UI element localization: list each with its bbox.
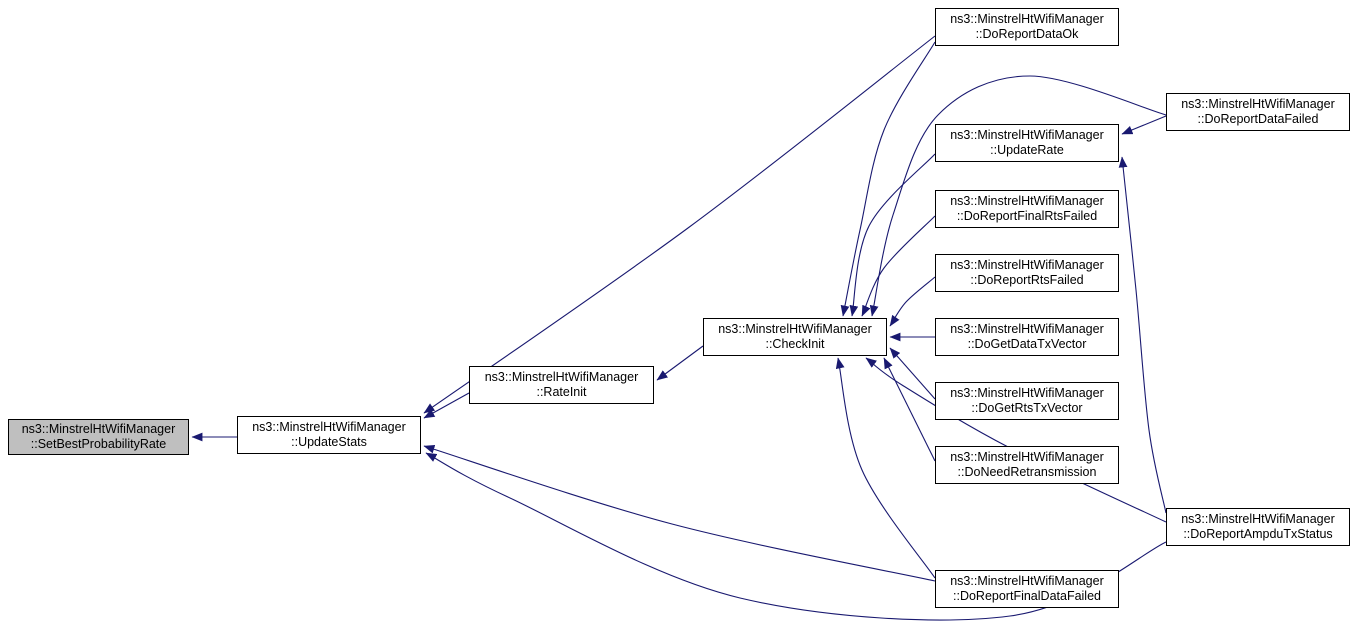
- node-label-class: ns3::MinstrelHtWifiManager: [950, 321, 1104, 336]
- node-label-class: ns3::MinstrelHtWifiManager: [718, 321, 872, 336]
- node-label-method: ::DoReportRtsFailed: [970, 273, 1084, 287]
- graph-node-DoReportFinalDataFailed[interactable]: ns3::MinstrelHtWifiManager::DoReportFina…: [935, 570, 1119, 608]
- edges-group: [191, 35, 1167, 621]
- graph-node-DoNeedRetransmission[interactable]: ns3::MinstrelHtWifiManager::DoNeedRetran…: [935, 446, 1119, 484]
- node-label-method: ::SetBestProbabilityRate: [30, 437, 167, 451]
- graph-node-UpdateRate[interactable]: ns3::MinstrelHtWifiManager::UpdateRate: [935, 124, 1119, 162]
- graph-node-DoReportFinalRtsFailed[interactable]: ns3::MinstrelHtWifiManager::DoReportFina…: [935, 190, 1119, 228]
- node-label-method: ::DoGetRtsTxVector: [971, 401, 1083, 415]
- edge-DoReportRtsFailed-to-CheckInit: [889, 276, 936, 327]
- node-label-class: ns3::MinstrelHtWifiManager: [1181, 511, 1335, 526]
- node-label-method: ::DoReportFinalRtsFailed: [956, 209, 1098, 223]
- edge-DoReportFinalRtsFailed-to-CheckInit: [861, 215, 936, 317]
- graph-node-DoReportDataOk[interactable]: ns3::MinstrelHtWifiManager::DoReportData…: [935, 8, 1119, 46]
- edge-DoNeedRetransmission-to-CheckInit: [883, 357, 936, 462]
- edge-DoGetRtsTxVector-to-CheckInit: [889, 347, 936, 400]
- node-label-method: ::RateInit: [536, 385, 587, 399]
- graph-node-SetBestProbabilityRate: ns3::MinstrelHtWifiManager::SetBestProba…: [8, 419, 189, 455]
- graph-node-RateInit[interactable]: ns3::MinstrelHtWifiManager::RateInit: [469, 366, 654, 404]
- node-label-class: ns3::MinstrelHtWifiManager: [1181, 96, 1335, 111]
- graph-node-DoGetRtsTxVector[interactable]: ns3::MinstrelHtWifiManager::DoGetRtsTxVe…: [935, 382, 1119, 420]
- edge-DoReportDataFailed-to-CheckInit: [869, 75, 1167, 317]
- edge-DoReportDataOk-to-CheckInit: [840, 41, 936, 317]
- node-label-class: ns3::MinstrelHtWifiManager: [484, 369, 639, 384]
- node-label-class: ns3::MinstrelHtWifiManager: [950, 193, 1104, 208]
- node-label-method: ::DoReportAmpduTxStatus: [1183, 527, 1333, 541]
- node-label-class: ns3::MinstrelHtWifiManager: [950, 11, 1104, 26]
- edge-DoReportDataFailed-to-UpdateRate: [1121, 115, 1167, 135]
- node-label-method: ::UpdateRate: [990, 143, 1064, 157]
- graph-node-DoGetDataTxVector[interactable]: ns3::MinstrelHtWifiManager::DoGetDataTxV…: [935, 318, 1119, 356]
- edge-DoReportAmpduTxStatus-to-UpdateRate: [1118, 156, 1167, 514]
- node-label-method: ::CheckInit: [765, 337, 825, 351]
- node-label-method: ::DoNeedRetransmission: [957, 465, 1097, 479]
- graph-node-DoReportRtsFailed[interactable]: ns3::MinstrelHtWifiManager::DoReportRtsF…: [935, 254, 1119, 292]
- node-label-class: ns3::MinstrelHtWifiManager: [950, 257, 1104, 272]
- edge-CheckInit-to-RateInit: [656, 345, 704, 381]
- node-label-class: ns3::MinstrelHtWifiManager: [950, 449, 1104, 464]
- node-label-method: ::DoReportDataFailed: [1197, 112, 1319, 126]
- graph-node-DoReportDataFailed[interactable]: ns3::MinstrelHtWifiManager::DoReportData…: [1166, 93, 1350, 131]
- edge-UpdateRate-to-CheckInit: [849, 153, 936, 317]
- node-label-method: ::DoGetDataTxVector: [967, 337, 1087, 351]
- edge-DoReportFinalDataFailed-to-CheckInit: [835, 357, 936, 579]
- node-label-method: ::UpdateStats: [291, 435, 367, 449]
- node-label-class: ns3::MinstrelHtWifiManager: [950, 573, 1104, 588]
- node-label-class: ns3::MinstrelHtWifiManager: [950, 127, 1104, 142]
- edge-DoReportDataOk-to-UpdateStats: [423, 35, 936, 414]
- graph-node-DoReportAmpduTxStatus[interactable]: ns3::MinstrelHtWifiManager::DoReportAmpd…: [1166, 508, 1350, 546]
- edge-DoReportFinalDataFailed-to-UpdateStats: [423, 444, 936, 582]
- graph-node-UpdateStats[interactable]: ns3::MinstrelHtWifiManager::UpdateStats: [237, 416, 421, 454]
- node-label-method: ::DoReportDataOk: [975, 27, 1079, 41]
- node-label-method: ::DoReportFinalDataFailed: [953, 589, 1101, 603]
- graph-node-CheckInit[interactable]: ns3::MinstrelHtWifiManager::CheckInit: [703, 318, 887, 356]
- node-label-class: ns3::MinstrelHtWifiManager: [950, 385, 1104, 400]
- edge-DoReportAmpduTxStatus-to-CheckInit: [865, 357, 1167, 523]
- edge-RateInit-to-UpdateStats: [423, 392, 470, 419]
- node-label-class: ns3::MinstrelHtWifiManager: [21, 421, 176, 436]
- node-label-class: ns3::MinstrelHtWifiManager: [252, 419, 406, 434]
